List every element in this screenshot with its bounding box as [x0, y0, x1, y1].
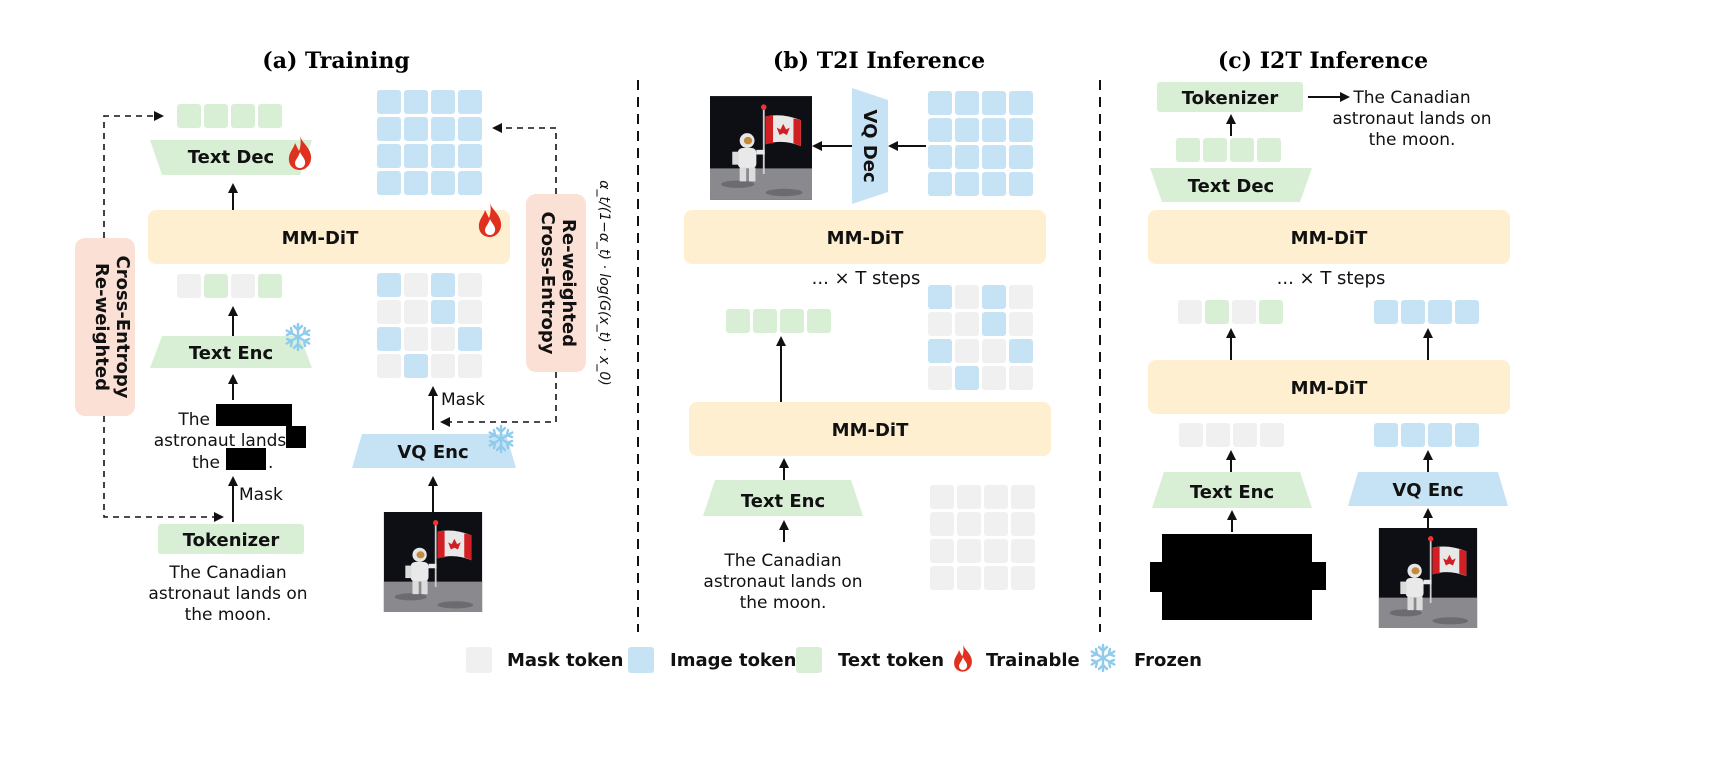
vq-decoder-label: VQ Dec	[859, 109, 880, 182]
snowflake-icon	[1090, 643, 1116, 673]
token-row-text-masked	[177, 274, 282, 298]
generated-astronaut-image	[710, 96, 812, 200]
svg-text:.: .	[268, 453, 273, 473]
svg-text:astronaut lands on: astronaut lands on	[148, 584, 307, 604]
tokenizer-box-i2t: Tokenizer	[1157, 82, 1303, 112]
mmdit-block-training: MM-DiT	[148, 210, 510, 264]
image-token-grid-t2i-partial	[928, 285, 1033, 390]
vq-encoder-box: VQ Enc	[352, 434, 516, 468]
token-row-text-t2i	[726, 309, 831, 333]
svg-text:astronaut lands on: astronaut lands on	[703, 572, 862, 592]
image-token-grid-masked	[377, 273, 482, 378]
vq-encoder-label: VQ Enc	[397, 442, 468, 463]
mask-block	[226, 448, 266, 470]
token-row-image-i2t-top	[1374, 300, 1479, 324]
text-encoder-box-i2t: Text Enc	[1152, 472, 1312, 508]
svg-text:The Canadian: The Canadian	[168, 563, 286, 583]
legend-label-mask: Mask token	[507, 650, 624, 671]
fire-icon	[478, 203, 502, 237]
dashed-arrow	[103, 416, 224, 522]
masked-caption-line-3: the	[192, 453, 220, 473]
text-encoder-label: Text Enc	[1190, 482, 1274, 503]
text-encoder-label: Text Enc	[741, 491, 825, 512]
svg-text:the moon.: the moon.	[185, 605, 272, 625]
image-token-grid-output	[377, 90, 482, 195]
masked-caption: The astronaut lands the .	[154, 404, 306, 473]
input-astronaut-image	[1377, 528, 1479, 628]
mmdit-label: MM-DiT	[827, 228, 904, 249]
astronaut-image	[382, 512, 484, 612]
vq-encoder-label: VQ Enc	[1392, 480, 1463, 501]
text-decoder-label: Text Dec	[188, 147, 274, 168]
legend-swatch-image	[628, 647, 654, 673]
svg-text:Cross-Entropy: Cross-Entropy	[537, 212, 558, 355]
token-row-text-i2t-partial	[1178, 300, 1283, 324]
legend-label-trainable: Trainable	[986, 650, 1080, 671]
output-caption-i2t: The Canadian astronaut lands on the moon…	[1332, 88, 1491, 150]
svg-text:astronaut lands on: astronaut lands on	[1332, 109, 1491, 129]
reweighted-ce-box-left: Re-weighted Cross-Entropy	[75, 238, 135, 416]
legend-label-text: Text token	[838, 650, 944, 671]
panel-title-training: (a) Training	[262, 48, 409, 74]
text-decoder-label: Text Dec	[1188, 176, 1274, 197]
legend-swatch-text	[796, 647, 822, 673]
reweighted-ce-box-right: Re-weighted Cross-Entropy	[526, 194, 586, 372]
legend-label-frozen: Frozen	[1134, 650, 1202, 671]
mmdit-block-t2i-top: MM-DiT	[684, 210, 1046, 264]
fully-masked-text	[1150, 534, 1326, 620]
svg-text:The Canadian: The Canadian	[723, 551, 841, 571]
tokenizer-box: Tokenizer	[158, 524, 304, 554]
token-row-image-i2t-bottom	[1374, 423, 1479, 447]
mask-token-grid-t2i	[930, 485, 1035, 590]
svg-text:Re-weighted: Re-weighted	[91, 263, 112, 391]
text-encoder-box-t2i: Text Enc	[703, 480, 863, 516]
dashed-arrow	[440, 372, 557, 427]
mask-block	[286, 426, 306, 448]
svg-text:Re-weighted: Re-weighted	[558, 219, 579, 347]
mask-label-image: Mask	[441, 390, 485, 410]
legend: Mask token Image token Text token Traina…	[466, 643, 1202, 673]
fire-icon	[954, 644, 972, 672]
panel-title-i2t: (c) I2T Inference	[1218, 48, 1428, 74]
mmdit-label: MM-DiT	[832, 420, 909, 441]
mmdit-block-i2t-top: MM-DiT	[1148, 210, 1510, 264]
vq-decoder-box: VQ Dec	[852, 88, 888, 204]
image-token-grid-generated	[928, 91, 1033, 196]
svg-text:The Canadian: The Canadian	[1352, 88, 1470, 108]
mask-label-text: Mask	[239, 485, 283, 505]
text-encoder-box: Text Enc	[150, 336, 312, 368]
token-row-mask-i2t	[1179, 423, 1284, 447]
input-caption-t2i: The Canadian astronaut lands on the moon…	[703, 551, 862, 613]
dashed-arrow	[103, 111, 164, 238]
text-decoder-box: Text Dec	[150, 140, 312, 175]
masked-caption-line-2: astronaut lands	[154, 431, 287, 451]
steps-label: ... × T steps	[1277, 268, 1386, 289]
text-encoder-label: Text Enc	[189, 343, 273, 364]
steps-label: ... × T steps	[812, 268, 921, 289]
token-row-text-i2t-output	[1176, 138, 1281, 162]
mmdit-label: MM-DiT	[1291, 228, 1368, 249]
mmdit-block-i2t-bottom: MM-DiT	[1148, 360, 1510, 414]
svg-text:the moon.: the moon.	[740, 593, 827, 613]
mask-block	[216, 404, 292, 426]
dashed-arrow	[492, 123, 557, 194]
mmdit-label: MM-DiT	[282, 228, 359, 249]
input-caption: The Canadian astronaut lands on the moon…	[148, 563, 307, 625]
mmdit-block-t2i-bottom: MM-DiT	[689, 402, 1051, 456]
tokenizer-label: Tokenizer	[183, 530, 280, 551]
legend-swatch-mask	[466, 647, 492, 673]
masked-caption-line-1: The	[177, 410, 210, 430]
svg-text:Cross-Entropy: Cross-Entropy	[112, 256, 133, 399]
text-decoder-box-i2t: Text Dec	[1150, 168, 1312, 202]
loss-formula: α_t/(1−α_t) · log(G(x_t) · x_0)	[596, 180, 612, 385]
panel-title-t2i: (b) T2I Inference	[773, 48, 985, 74]
token-row-text-output	[177, 104, 282, 128]
vq-encoder-box-i2t: VQ Enc	[1348, 472, 1508, 506]
legend-label-image: Image token	[670, 650, 796, 671]
svg-text:the moon.: the moon.	[1369, 130, 1456, 150]
tokenizer-label: Tokenizer	[1182, 88, 1279, 109]
mmdit-label: MM-DiT	[1291, 378, 1368, 399]
